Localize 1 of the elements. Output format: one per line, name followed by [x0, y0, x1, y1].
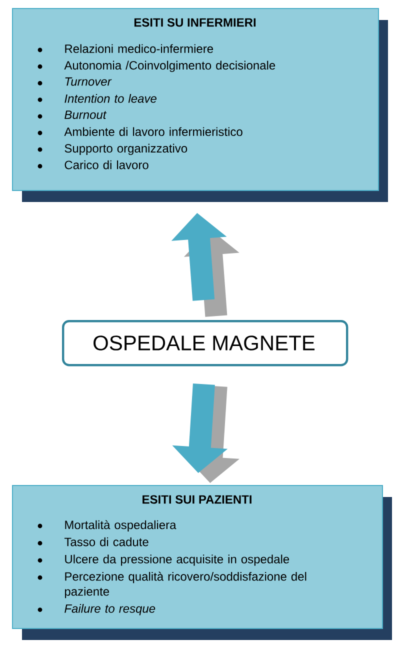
title-box: OSPEDALE MAGNETE: [62, 320, 348, 366]
